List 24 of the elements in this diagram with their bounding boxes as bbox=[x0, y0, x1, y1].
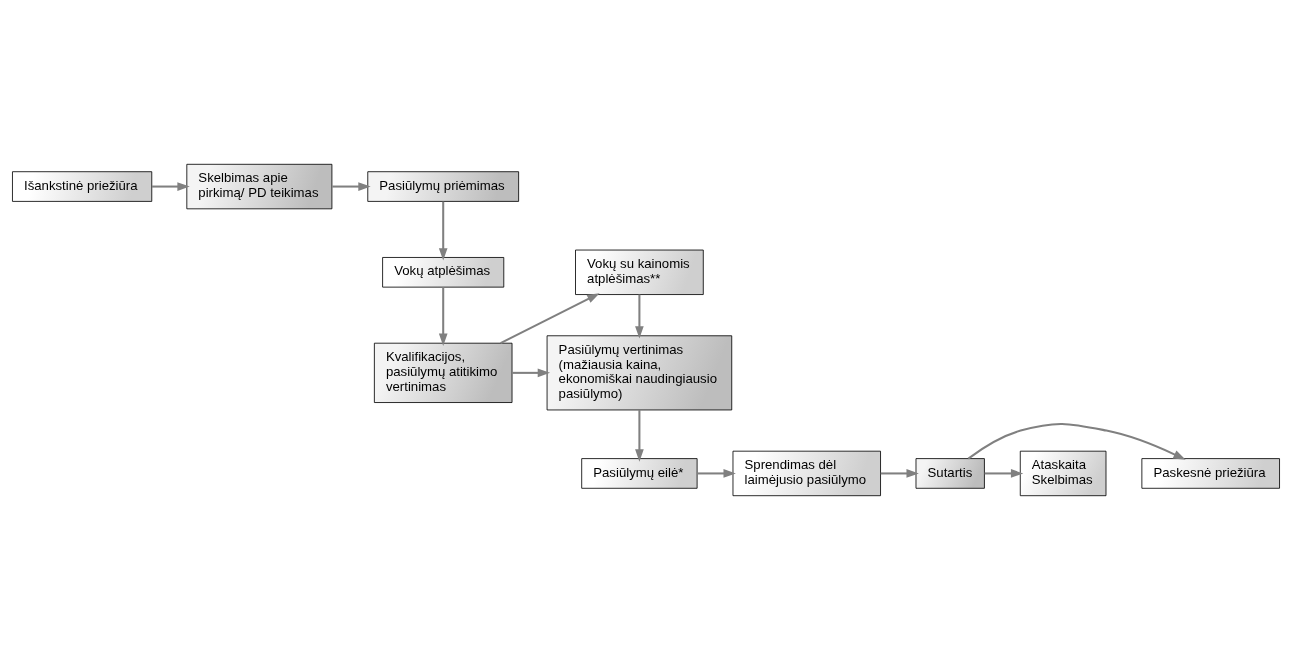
node-box: Pasiūlymų priėmimas bbox=[367, 171, 520, 202]
node-box: Pasiūlymų eilė* bbox=[581, 458, 698, 489]
node-box: Sutartis bbox=[915, 458, 985, 489]
node-box: Pasiūlymų vertinimas (mažiausia kaina, ekonomiškai naudingiausio pasiūlymo) bbox=[546, 335, 733, 411]
arrow bbox=[635, 409, 644, 462]
arrow bbox=[635, 294, 644, 339]
node-box: Išankstinė priežiūra bbox=[12, 171, 153, 202]
node-box: Sprendimas dėl laimėjusio pasiūlymo bbox=[732, 450, 881, 497]
arrow bbox=[512, 368, 551, 378]
arrow bbox=[697, 469, 736, 478]
arrow bbox=[500, 293, 600, 345]
node-box: Skelbimas apie pirkimą/ PD teikimas bbox=[186, 163, 333, 210]
arrow bbox=[438, 201, 448, 261]
node-box: Ataskaita Skelbimas bbox=[1019, 450, 1107, 497]
arrow bbox=[880, 469, 919, 478]
node-box: Vokų atplėšimas bbox=[382, 257, 505, 288]
arrow bbox=[984, 469, 1024, 478]
arrow bbox=[438, 287, 448, 346]
node-box: Paskesnė priežiūra bbox=[1141, 458, 1280, 489]
arrow bbox=[332, 182, 371, 191]
node-box: Vokų su kainomis atplėšimas** bbox=[575, 249, 704, 295]
arrow bbox=[152, 182, 190, 191]
arrow bbox=[967, 422, 1186, 460]
node-box: Kvalifikacijos, pasiūlymų atitikimo vertinimas bbox=[373, 342, 513, 403]
